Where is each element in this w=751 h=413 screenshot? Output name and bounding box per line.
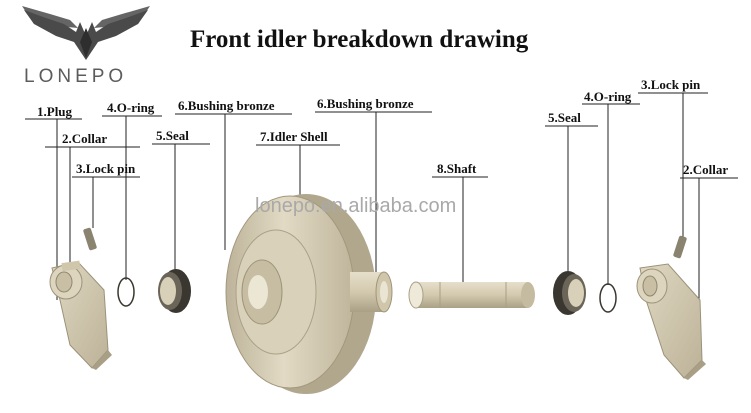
right-lock-pin <box>673 235 687 259</box>
watermark: lonepo.en.alibaba.com <box>255 195 457 217</box>
label-left-lock-pin: 3.Lock pin <box>76 161 136 176</box>
label-left-plug: 1.Plug <box>37 104 73 119</box>
right-o-ring <box>599 283 617 313</box>
label-right-o-ring: 4.O-ring <box>584 89 632 104</box>
idler-shell <box>225 194 393 394</box>
label-left-seal: 5.Seal <box>156 128 189 143</box>
diagram-title: Front idler breakdown drawing <box>190 26 529 53</box>
shaft <box>408 281 535 309</box>
label-idler-shell: 7.Idler Shell <box>260 129 328 144</box>
left-collar <box>49 260 112 370</box>
brand-name: LONEPO <box>24 66 128 87</box>
label-right-lock-pin: 3.Lock pin <box>641 77 701 92</box>
wings-logo-icon <box>22 6 150 60</box>
label-right-bushing-bronze: 6.Bushing bronze <box>317 96 414 111</box>
label-left-o-ring: 4.O-ring <box>107 100 155 115</box>
label-shaft: 8.Shaft <box>437 161 477 176</box>
right-seal <box>553 271 586 315</box>
label-left-bushing-bronze: 6.Bushing bronze <box>178 98 275 113</box>
label-right-collar: 2.Collar <box>683 162 729 177</box>
label-left-collar: 2.Collar <box>62 131 108 146</box>
label-right-seal: 5.Seal <box>548 110 581 125</box>
left-seal <box>158 269 191 313</box>
left-lock-pin <box>83 227 97 251</box>
right-collar <box>636 263 706 380</box>
left-o-ring <box>117 277 135 307</box>
leader-lines <box>25 92 738 345</box>
